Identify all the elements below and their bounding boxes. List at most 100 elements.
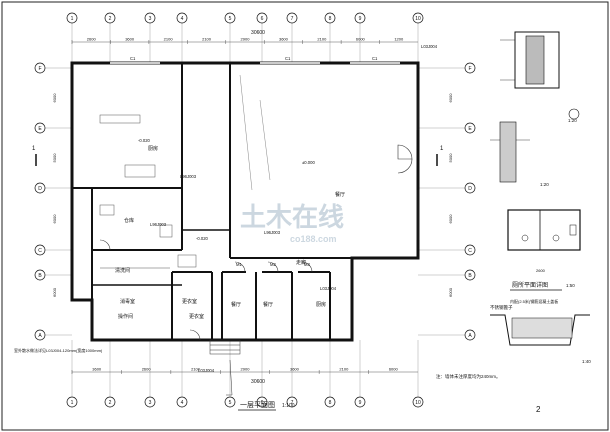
axis-label: 8 — [329, 400, 332, 406]
toilet-scale: 1:50 — [566, 283, 575, 288]
room-label: 更衣室 — [182, 298, 197, 305]
dim-text: 1200 — [394, 37, 404, 42]
bottom-note: 室外散水做法详见L03J004-120mm(宽度1000mm) — [14, 347, 103, 353]
axis-label: 1 — [71, 16, 74, 22]
room-label: 厨房 — [148, 145, 158, 152]
axis-label: C — [38, 248, 42, 254]
dim-text: 2900 — [241, 37, 251, 42]
axis-label: 2 — [109, 400, 112, 406]
axis-label: 10 — [415, 16, 421, 22]
axis-label: 10 — [415, 400, 421, 406]
sheet-note: 注：墙体未注厚度均为240mm。 — [436, 373, 501, 380]
dim-text: 2100 — [339, 367, 349, 372]
room-label: 仓库 — [124, 217, 134, 224]
ref-tag: L03J004 — [320, 286, 337, 291]
axis-label: E — [38, 126, 42, 132]
room-label: 操作间 — [118, 313, 133, 320]
top-total-dim: 30600 — [251, 30, 265, 36]
elevation-minor: -0.020 — [196, 236, 209, 241]
dim-text: 2900 — [241, 367, 251, 372]
plan-tags: ±0.000 -0.020 -0.020 L96J003 L03J004 L96… — [14, 44, 438, 373]
entry-steps — [209, 339, 241, 396]
dim-text: 2100 — [191, 367, 201, 372]
axis-label: 3 — [149, 16, 152, 22]
room-label: 走廊 — [296, 259, 306, 266]
window-tag: C1 — [285, 56, 291, 61]
axis-label: C — [468, 248, 472, 254]
axis-label: 5 — [229, 16, 232, 22]
axis-label: B — [38, 273, 42, 279]
elevation-kitchen: -0.020 — [138, 138, 151, 143]
ref-tag: L96J003 — [150, 222, 167, 227]
axis-label: 4 — [181, 16, 184, 22]
room-labels: 厨房 餐厅 仓库 清洗间 消毒室 操作间 更衣室 餐厅 餐厅 走廊 更衣室 厨房 — [115, 145, 345, 320]
dim-text: 3600 — [290, 367, 300, 372]
axis-label: B — [468, 273, 472, 279]
detail-label: 1:20 — [568, 118, 577, 123]
axis-label: 4 — [181, 400, 184, 406]
drawing-title: 一层平面图 — [240, 401, 275, 409]
axis-label: 5 — [229, 400, 232, 406]
dim-text: 2600 — [87, 37, 97, 42]
watermark-logo: 土木在线 — [240, 202, 344, 232]
axis-label: 8 — [329, 16, 332, 22]
dim-text: 6000 — [52, 214, 57, 224]
hall-sketch — [239, 74, 271, 191]
room-label: 餐厅 — [231, 301, 241, 308]
dim-text: 6000 — [448, 93, 453, 103]
doors — [99, 144, 413, 341]
axis-label: 1 — [71, 400, 74, 406]
dim-text: 5000 — [52, 153, 57, 163]
room-label: 更衣室 — [189, 313, 204, 320]
toilet-title: 厕所平面详图 — [512, 281, 548, 289]
trench-note: 内配(2.5米)钢筋混凝土盖板 — [510, 298, 558, 304]
axis-label: 6 — [261, 400, 264, 406]
section-number: 1 — [32, 146, 36, 152]
drawing-scale: 1:100 — [282, 403, 295, 409]
axis-label: F — [468, 66, 471, 72]
dim-text: 6000 — [448, 214, 453, 224]
dim-text: 6000 — [356, 37, 366, 42]
ref-tag: L96J003 — [264, 230, 281, 235]
door-tag: M2 — [270, 262, 276, 267]
section-number: 1 — [440, 146, 444, 152]
window-tag: C1 — [372, 56, 378, 61]
walls — [70, 61, 420, 342]
toilet-dim: 2600 — [536, 268, 546, 273]
window-tag: C1 — [130, 56, 136, 61]
detail-wall-section-1 — [500, 31, 560, 89]
axis-label: F — [38, 66, 41, 72]
axis-label: 2 — [109, 16, 112, 22]
dim-text: 6000 — [448, 287, 453, 297]
dim-text: 3600 — [92, 367, 102, 372]
axis-label: E — [468, 126, 472, 132]
dim-text: 5000 — [448, 153, 453, 163]
section-markers: 1 1 — [32, 146, 444, 166]
dim-text: 3600 — [279, 37, 289, 42]
dim-text: 2100 — [202, 37, 212, 42]
trench-detail — [490, 314, 590, 346]
axis-label: A — [38, 333, 42, 339]
dim-text: 2600 — [142, 367, 152, 372]
elevation-main: ±0.000 — [302, 160, 315, 165]
trench-label: 不锈钢篦子 — [490, 304, 513, 311]
dim-text: 2100 — [164, 37, 174, 42]
dim-text: 3600 — [125, 37, 135, 42]
door-tag: M1 — [236, 262, 242, 267]
detail-bubble — [568, 108, 580, 120]
windows — [110, 61, 420, 240]
door-tag: M3 — [304, 262, 310, 267]
room-label: 餐厅 — [263, 301, 273, 308]
dim-text: 6000 — [52, 93, 57, 103]
page-number: 2 — [536, 405, 541, 414]
ref-tag: L96J003 — [180, 174, 197, 179]
watermark-url: co188.com — [290, 234, 337, 244]
